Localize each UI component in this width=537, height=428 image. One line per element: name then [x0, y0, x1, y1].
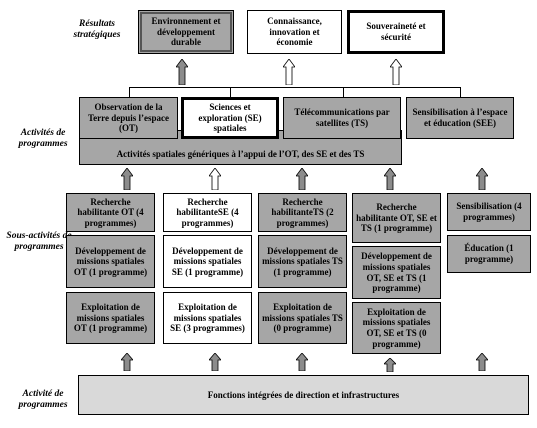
arrow-up-icon — [384, 168, 396, 190]
subactivity-ts-development: Développement de missions spatiales TS (… — [258, 235, 347, 288]
arrow-up-icon — [390, 59, 402, 85]
connector-ot — [129, 87, 130, 97]
arrow-up-icon — [476, 168, 488, 190]
activity-ot: Observation de la Terre depuis l’espace … — [79, 97, 178, 139]
arrow-up-icon — [176, 59, 188, 85]
arrow-up-icon — [384, 358, 396, 372]
arrow-up-icon — [476, 353, 488, 371]
subactivity-ts-operation: Exploitation de missions spatiales TS (0… — [258, 292, 347, 344]
connector-see — [460, 87, 461, 97]
activity-ts: Télécommunications par satellites (TS) — [283, 97, 401, 139]
subactivity-se-development: Développement de missions spatiales SE (… — [163, 235, 252, 288]
arrow-up-icon — [121, 353, 133, 371]
arrow-up-icon — [209, 168, 221, 190]
subactivity-see-education: Éducation (1 programme) — [447, 235, 531, 273]
subactivity-see-awareness: Sensibilisation (4 programmes) — [447, 193, 531, 231]
activity-see: Sensibilisation à l’espace et éducation … — [406, 97, 514, 139]
arrow-up-icon — [296, 168, 308, 190]
arrow-up-icon — [296, 353, 308, 371]
arrow-up-icon — [121, 168, 133, 190]
subactivity-ts-research: Recherche habilitanteTS (2 programmes) — [258, 193, 347, 232]
connector-se — [230, 87, 231, 97]
result-environment: Environnement et développement durable — [138, 10, 234, 54]
subactivity-se-research: Recherche habilitanteSE (4 programmes) — [163, 193, 252, 232]
subactivity-ot-operation: Exploitation de missions spatiales OT (1… — [66, 292, 155, 344]
label-activity-bottom: Activité de programmes — [18, 389, 68, 410]
subactivity-multi-development: Développement de missions spatiales OT, … — [352, 246, 441, 299]
subactivity-ot-development: Développement de missions spatiales OT (… — [66, 235, 155, 288]
result-sovereignty: Souveraineté et sécurité — [347, 10, 445, 54]
subactivity-multi-operation: Exploitation de missions spatiales OT, S… — [352, 302, 441, 354]
label-results: Résultats stratégiques — [73, 19, 121, 40]
result-knowledge: Connaissance, innovation et économie — [247, 10, 342, 54]
connector-ts — [343, 87, 344, 97]
subactivity-ot-research: Recherche habilitante OT (4 programmes) — [66, 193, 155, 232]
activity-generic-label: Activités spatiales génériques à l’appui… — [116, 149, 365, 160]
activity-se: Sciences et exploration (SE) spatiales — [181, 97, 279, 139]
arrow-up-icon — [209, 353, 221, 371]
label-subactivities: Sous-activités de programmes — [6, 231, 72, 252]
subactivity-se-operation: Exploitation de missions spatiales SE (3… — [163, 292, 252, 344]
arrow-up-icon — [283, 59, 295, 85]
connector-top — [129, 87, 460, 88]
label-activities: Activités de programmes — [18, 128, 68, 149]
foundation-infrastructure: Fonctions intégrées de direction et infr… — [78, 375, 529, 415]
subactivity-multi-research: Recherche habilitante OT, SE et TS (1 pr… — [352, 193, 441, 243]
